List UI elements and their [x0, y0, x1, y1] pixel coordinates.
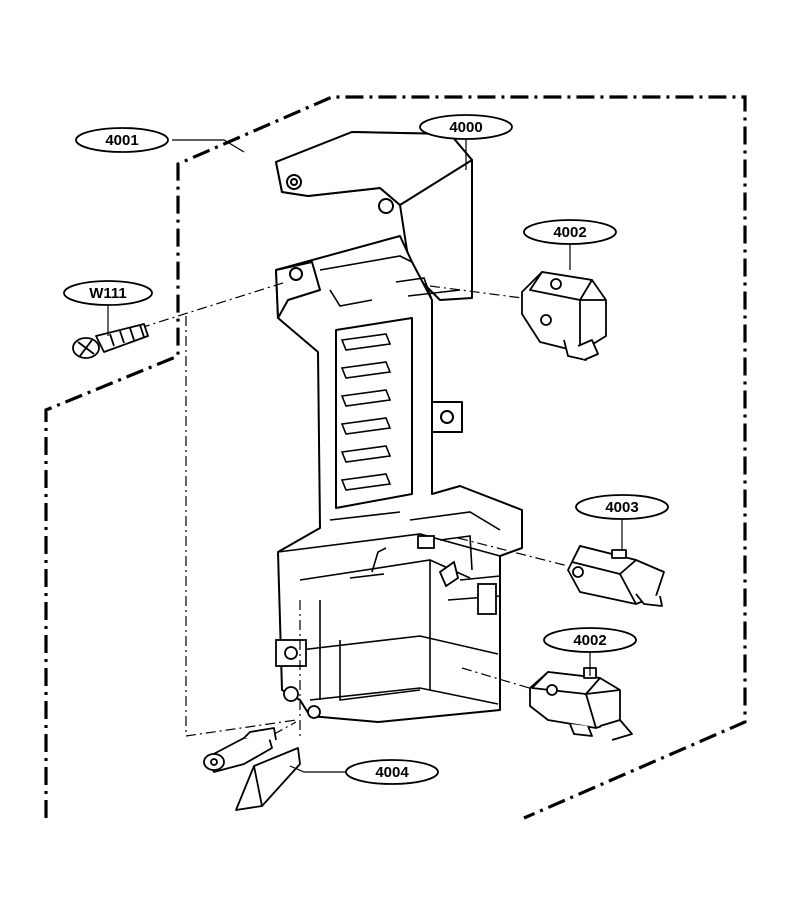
- callout-label: 4001: [105, 132, 138, 149]
- micro-switch-mid: [567, 545, 665, 607]
- callout-label: 4003: [605, 499, 638, 516]
- callout-4000: 4000: [419, 114, 513, 140]
- callout-4004: 4004: [345, 759, 439, 785]
- callout-label: 4002: [573, 632, 606, 649]
- spring-rungs: [340, 333, 392, 491]
- leader-4001: [172, 139, 245, 153]
- latch-body: [275, 131, 523, 723]
- callout-label: 4002: [553, 224, 586, 241]
- side-ear-hole: [440, 410, 454, 424]
- screw-w111: [72, 323, 149, 359]
- callout-label: 4004: [375, 764, 409, 781]
- upper-flange: [275, 261, 321, 319]
- micro-switch-top: [521, 271, 607, 361]
- upper-flange-hole: [289, 267, 303, 281]
- callout-4001: 4001: [75, 127, 169, 153]
- micro-switch-bottom: [529, 667, 633, 741]
- top-center-hole: [378, 198, 394, 214]
- leader-lines: [107, 138, 623, 773]
- callout-label: 4000: [449, 119, 482, 136]
- leader-4004: [289, 765, 346, 773]
- latch-body-top-face: [275, 131, 473, 206]
- callout-w111: W111: [63, 280, 153, 306]
- callout-4002-top: 4002: [523, 219, 617, 245]
- assembly-boundary: [44, 95, 747, 820]
- assembly-guide-lines: [139, 281, 569, 745]
- top-mount-hole-inner: [290, 178, 298, 186]
- callout-4003: 4003: [575, 494, 669, 520]
- callout-4002-bottom: 4002: [543, 627, 637, 653]
- lower-flange-holes: [275, 535, 497, 719]
- side-ear: [431, 401, 463, 433]
- door-lever: [203, 727, 301, 811]
- callout-label: W111: [89, 285, 127, 302]
